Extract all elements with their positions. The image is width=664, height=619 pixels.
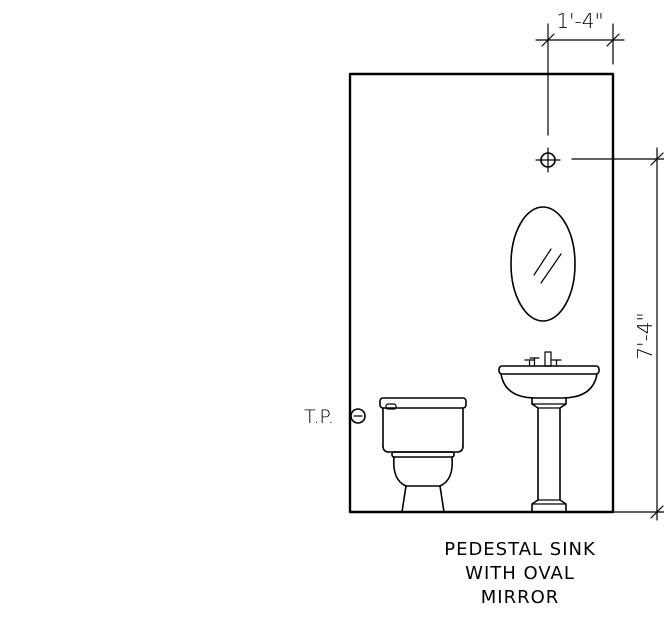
caption: PEDESTAL SINK WITH OVAL MIRROR — [420, 538, 620, 610]
height-dimension-label: 7'-4" — [633, 312, 657, 359]
height-dimension: 7'-4" — [571, 147, 664, 521]
wall-outline — [348, 72, 615, 514]
width-dimension-label: 1'-4" — [556, 9, 603, 33]
pedestal-sink-icon — [498, 351, 600, 513]
oval-mirror-icon — [510, 206, 576, 322]
toilet-icon — [379, 397, 467, 513]
toilet-paper-label: T.P. — [304, 406, 334, 428]
width-dimension: 1'-4" — [535, 9, 625, 136]
light-fixture-icon — [535, 147, 561, 173]
caption-line-1: PEDESTAL SINK — [444, 539, 596, 560]
caption-line-3: MIRROR — [480, 587, 560, 608]
caption-line-2: WITH OVAL — [465, 563, 575, 584]
toilet-paper-holder-icon — [350, 408, 366, 424]
